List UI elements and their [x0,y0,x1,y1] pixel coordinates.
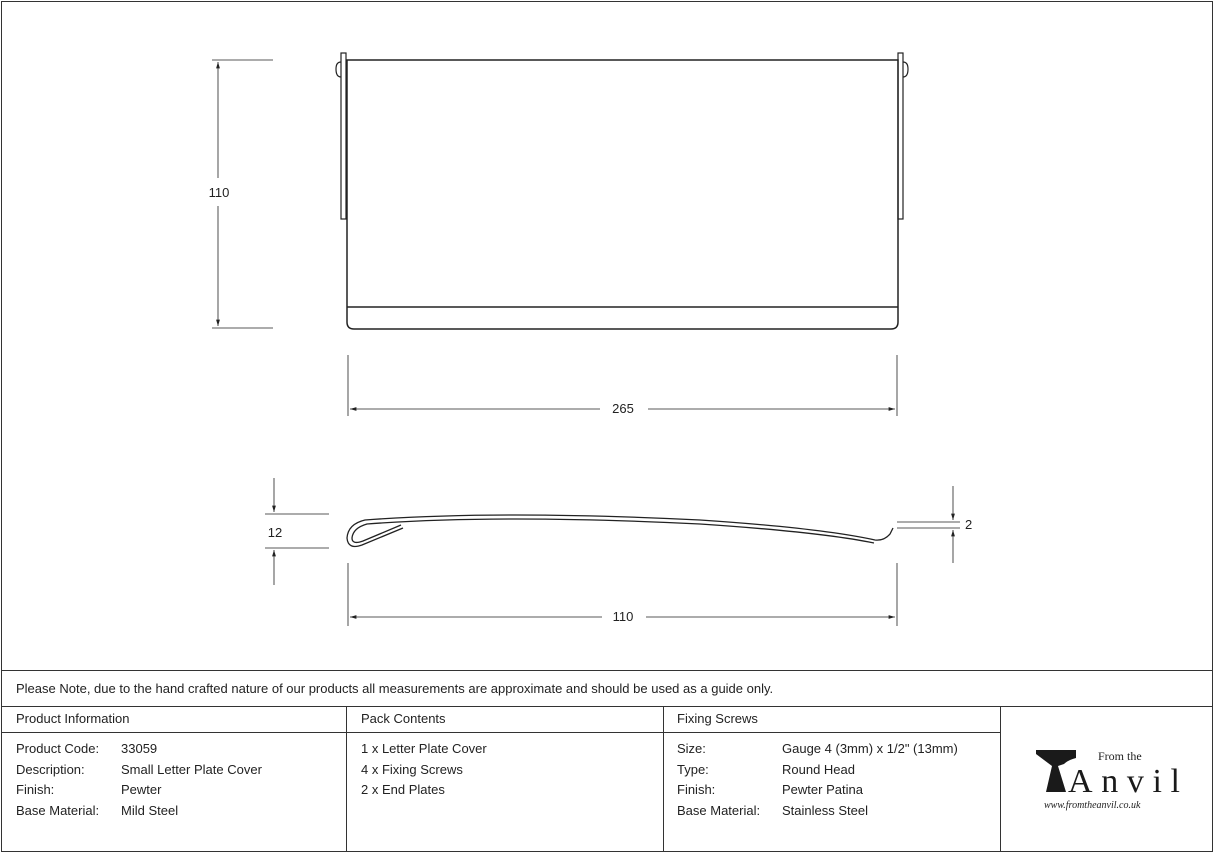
base-material-label: Base Material: [16,803,100,818]
side-tip-label: 2 [965,517,972,532]
pack-item: 1 x Letter Plate Cover [361,741,487,756]
screw-type-value: Round Head [782,762,855,777]
divider [346,706,347,851]
left-end-plate [340,52,347,220]
finish-value: Pewter [121,782,162,797]
measurement-note: Please Note, due to the hand crafted nat… [16,681,774,696]
logo-url: www.fromtheanvil.co.uk [1044,800,1141,811]
description-value: Small Letter Plate Cover [121,762,262,777]
pack-item: 2 x End Plates [361,782,445,797]
anvil-icon [1036,750,1076,792]
front-width-label: 265 [612,401,634,416]
divider [1000,706,1001,851]
screw-type-label: Type: [677,762,709,777]
right-end-plate [897,52,904,220]
screw-material-label: Base Material: [677,803,761,818]
left-hinge-knuckle [335,61,342,78]
divider [1,706,1213,707]
description-label: Description: [16,762,85,777]
screw-size-value: Gauge 4 (3mm) x 1/2" (13mm) [782,741,958,756]
screw-size-label: Size: [677,741,706,756]
screw-finish-value: Pewter Patina [782,782,863,797]
product-info-header: Product Information [16,711,130,726]
front-dimensions [212,59,898,416]
pack-contents-header: Pack Contents [361,711,446,726]
side-profile-inner [351,518,875,544]
side-height-label: 12 [268,525,282,540]
divider [1,732,1000,733]
from-the-anvil-logo: From the Anvil www.fromtheanvil.co.uk [1036,749,1180,811]
base-material-value: Mild Steel [121,803,179,818]
front-height-label: 110 [209,185,230,200]
finish-label: Finish: [16,782,55,797]
side-view [346,514,894,548]
screw-material-value: Stainless Steel [782,803,868,818]
divider [663,706,664,851]
product-code-label: Product Code: [16,741,100,756]
front-view [335,52,909,330]
plate-outline [346,59,899,330]
technical-drawing: 110 265 12 2 110 [209,52,972,626]
fixing-screws-header: Fixing Screws [677,711,758,726]
logo-brand: Anvil [1068,763,1180,800]
side-profile-outer [346,514,894,548]
side-dimensions [265,478,960,626]
side-depth-label: 110 [613,609,634,624]
divider [1,670,1213,671]
screw-finish-label: Finish: [677,782,716,797]
right-hinge-knuckle [902,61,909,78]
product-code-value: 33059 [121,741,158,756]
pack-item: 4 x Fixing Screws [361,762,463,777]
logo-from-the: From the [1098,749,1142,763]
